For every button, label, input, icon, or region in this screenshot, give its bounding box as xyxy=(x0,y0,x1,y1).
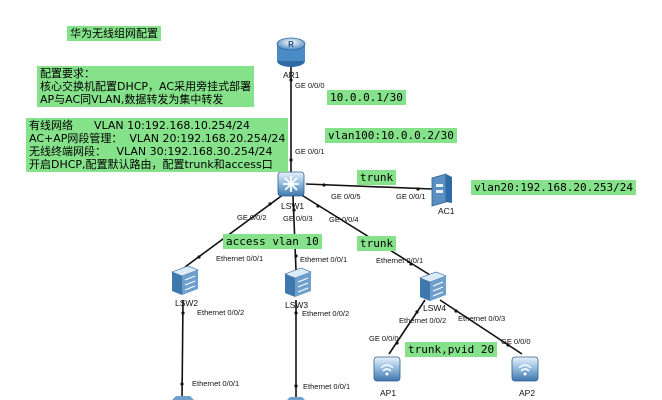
device-label-lsw2: LSW2 xyxy=(175,298,198,308)
link-endpoints xyxy=(180,78,510,388)
ac-vlan20-label: vlan20:192.168.20.253/24 xyxy=(471,180,636,195)
access-switch-icon[interactable] xyxy=(284,267,312,297)
router-icon[interactable]: R xyxy=(276,37,306,67)
port-label: Ethernet 0/0/1 xyxy=(376,256,423,265)
port-label: Ethernet 0/0/1 xyxy=(216,254,263,263)
device-label-ap1: AP1 xyxy=(380,388,396,398)
link-lsw4-ap1 xyxy=(388,299,426,355)
port-label: GE 0/0/0 xyxy=(295,81,325,90)
link-lsw1-ac1 xyxy=(305,183,433,190)
port-label: GE 0/0/3 xyxy=(283,214,313,223)
device-label-lsw3: LSW3 xyxy=(285,300,308,310)
partial-device-icon xyxy=(172,396,305,400)
trunk-ac-label: trunk xyxy=(357,170,397,185)
port-label: Ethernet 0/0/3 xyxy=(458,314,505,323)
trunk-pvid-label: trunk,pvid 20 xyxy=(405,342,498,357)
requirements-note: 配置要求： 核心交换机配置DHCP，AC采用旁挂式部署 AP与AC同VLAN,数… xyxy=(37,66,255,107)
port-label: GE 0/0/1 xyxy=(295,147,325,156)
port-label: Ethernet 0/0/2 xyxy=(399,316,446,325)
diagram-title: 华为无线组网配置 xyxy=(67,26,161,41)
trunk-lsw4-label: trunk xyxy=(357,236,397,251)
access-point-icon[interactable] xyxy=(373,356,401,382)
port-label: GE 0/0/4 xyxy=(329,215,359,224)
vlan-plan-note: 有线网络 VLAN 10:192.168.10.254/24 AC+AP网段管理… xyxy=(26,118,289,172)
port-label: Ethernet 0/0/2 xyxy=(302,309,349,318)
ar1-ip-label: 10.0.0.1/30 xyxy=(327,90,406,105)
link-lsw1-lsw4 xyxy=(299,193,431,276)
svg-text:R: R xyxy=(288,40,294,49)
port-label: GE 0/0/0 xyxy=(501,337,531,346)
port-label: Ethernet 0/0/1 xyxy=(303,382,350,391)
access-point-icon[interactable] xyxy=(511,356,539,382)
port-label: Ethernet 0/0/1 xyxy=(192,379,239,388)
device-label-ap2: AP2 xyxy=(519,388,535,398)
links xyxy=(181,67,523,400)
ac-icon[interactable] xyxy=(431,173,452,207)
port-label: GE 0/0/5 xyxy=(331,192,361,201)
access-switch-icon[interactable] xyxy=(171,265,199,295)
link-lsw1-lsw2 xyxy=(184,193,285,268)
port-label: GE 0/0/2 xyxy=(237,213,267,222)
port-label: Ethernet 0/0/2 xyxy=(197,308,244,317)
access-switch-icon[interactable] xyxy=(419,271,447,301)
port-label: GE 0/0/1 xyxy=(396,192,426,201)
device-label-ar1: AR1 xyxy=(283,70,300,80)
device-label-lsw4: LSW4 xyxy=(423,303,446,313)
link-lsw1-lsw3 xyxy=(292,195,297,271)
core-switch-icon[interactable] xyxy=(277,171,305,197)
access-vlan10-label: access vlan 10 xyxy=(223,234,322,249)
device-label-lsw1: LSW1 xyxy=(281,201,304,211)
vlan100-label: vlan100:10.0.0.2/30 xyxy=(325,128,457,143)
port-label: GE 0/0/0 xyxy=(369,334,399,343)
port-label: Ethernet 0/0/1 xyxy=(300,255,347,264)
device-label-ac1: AC1 xyxy=(438,206,455,216)
